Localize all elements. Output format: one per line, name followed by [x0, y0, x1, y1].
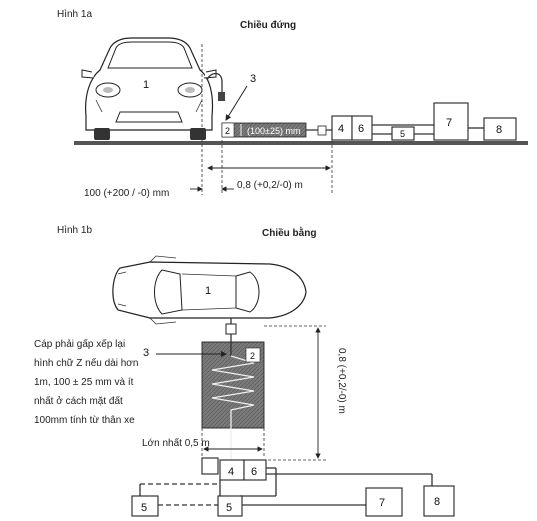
- pointer-label-1b: 3: [143, 347, 149, 359]
- dim-distance-1a: 0,8 (+0,2/-0) m: [237, 180, 303, 191]
- cable-connector-1a: [206, 72, 223, 92]
- svg-text:4: 4: [338, 123, 344, 135]
- svg-text:5: 5: [226, 502, 232, 514]
- figure-1a: Hình 1a Chiều đứng 1 3: [57, 9, 528, 199]
- car-front-view: [81, 37, 217, 140]
- box-8-1b: [423, 485, 455, 517]
- svg-text:8: 8: [434, 496, 440, 508]
- svg-text:6: 6: [251, 466, 257, 478]
- svg-text:1m, 100 ± 25 mm và ít: 1m, 100 ± 25 mm và ít: [34, 377, 134, 388]
- pointer-arrow-1a: [225, 85, 248, 121]
- figure-1b-view-label: Chiều bằng: [262, 226, 316, 239]
- box-5a-1b: [131, 495, 159, 517]
- svg-text:nhất ở cách mặt đất: nhất ở cách mặt đất: [34, 395, 123, 407]
- svg-text:hình chữ Z nếu dài hơn: hình chữ Z nếu dài hơn: [34, 357, 138, 369]
- cable-label-1b: 2: [250, 351, 255, 361]
- svg-text:4: 4: [228, 466, 234, 478]
- svg-text:7: 7: [446, 117, 452, 129]
- svg-text:Cáp phải gấp xếp lại: Cáp phải gấp xếp lại: [34, 338, 125, 350]
- svg-text:6: 6: [358, 123, 364, 135]
- junction-box-1b: [201, 457, 219, 475]
- svg-text:5: 5: [141, 502, 147, 514]
- box-8-1a: [483, 117, 517, 141]
- cable-note: Cáp phải gấp xếp lại hình chữ Z nếu dài …: [34, 338, 138, 426]
- car-top-view: [112, 255, 307, 325]
- pointer-label-1a: 3: [250, 73, 256, 85]
- svg-text:100mm tính từ thân xe: 100mm tính từ thân xe: [34, 415, 135, 426]
- width-spec: Lớn nhất 0,5 m: [142, 437, 210, 449]
- svg-text:7: 7: [379, 497, 385, 509]
- box-6-1b: [243, 459, 267, 481]
- box-5b-1b: [217, 495, 243, 517]
- dim-offset-1a: 100 (+200 / -0) mm: [84, 188, 169, 199]
- height-spec: (100±25) mm: [247, 126, 300, 136]
- cable-label-1a: 2: [225, 126, 230, 136]
- svg-text:8: 8: [496, 124, 502, 136]
- figure-1a-view-label: Chiều đứng: [240, 19, 296, 31]
- box-6-1a: [351, 115, 373, 141]
- car-label-1b: 1: [205, 285, 211, 297]
- ground-line: [74, 141, 528, 145]
- box-7-1a: [433, 102, 469, 141]
- figure-1b: Hình 1b Chiều bằng 1 2 3 Cáp phải gấp xế…: [34, 225, 455, 517]
- figure-1b-title: Hình 1b: [57, 225, 92, 236]
- z-folded-cable: [211, 355, 255, 460]
- plug-1b: [225, 323, 237, 335]
- figure-1a-title: Hình 1a: [57, 9, 92, 20]
- svg-text:5: 5: [400, 129, 405, 139]
- car-label-1a: 1: [143, 79, 149, 91]
- plug-1a: [218, 92, 225, 101]
- dim-vertical-1b: 0,8 (+0,2/-0) m: [336, 348, 347, 414]
- box-7-1b: [365, 487, 403, 517]
